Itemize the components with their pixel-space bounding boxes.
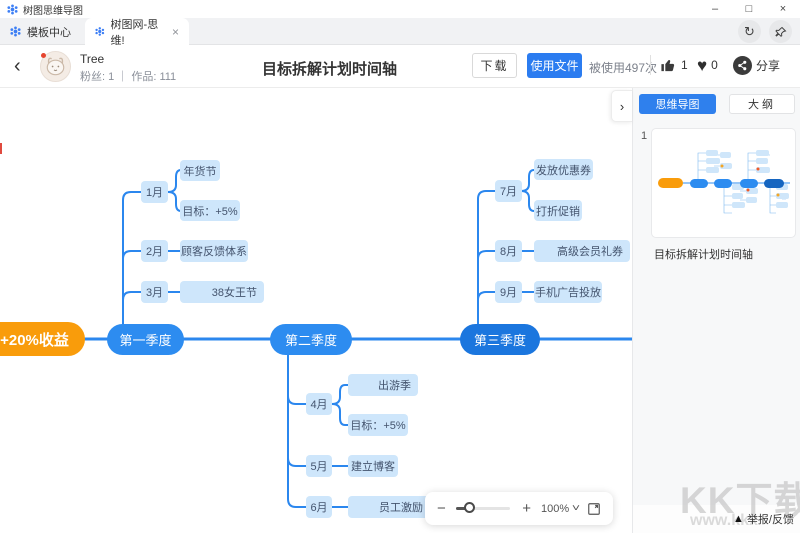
thumbnail-page-number: 1 — [641, 130, 648, 142]
mindmap-node-sep[interactable]: 9月 — [495, 281, 522, 303]
zoom-in-button[interactable]: + — [522, 500, 532, 517]
tab-outline-view[interactable]: 大纲 — [729, 94, 795, 114]
zoom-toolbar: − + 100% ˅ — [425, 492, 613, 525]
mindmap-root-node[interactable]: +20%收益 — [0, 322, 85, 356]
mindmap-node-jul-child1[interactable]: 发放优惠券 — [534, 159, 593, 180]
tab-close-icon[interactable]: × — [171, 24, 179, 39]
mindmap-node-aug-child[interactable]: 高级会员礼券 — [534, 240, 630, 262]
maximize-button[interactable]: □ — [745, 3, 753, 15]
mindmap-node-jan[interactable]: 1月 — [141, 181, 168, 203]
status-dot — [41, 53, 46, 58]
mindmap-node-sep-child[interactable]: 手机广告投放 — [534, 281, 602, 303]
mindmap-node-mar-child[interactable]: 38女王节 — [180, 281, 264, 303]
mindmap-node-jun-child[interactable]: 员工激励 — [348, 496, 430, 518]
mindmap-node-jul-child2[interactable]: 打折促销 — [534, 200, 582, 221]
mindmap-node-quarter3[interactable]: 第三季度 — [460, 324, 540, 355]
avatar[interactable] — [40, 51, 71, 82]
header-divider — [650, 55, 651, 75]
left-edge-marker — [0, 143, 2, 154]
share-control[interactable]: 分享 — [733, 52, 780, 78]
tab-bar: 模板中心 树图网-思维! × ↻ — [0, 18, 800, 47]
author-name[interactable]: Tree — [80, 52, 105, 66]
mindmap-node-jan-child2[interactable]: 目标：+5% — [180, 200, 240, 221]
pin-icon[interactable] — [769, 20, 792, 43]
mindmap-canvas[interactable]: +20%收益 第一季度 第二季度 第三季度 1月 年货节 目标：+5% 2月 顾… — [0, 88, 632, 533]
sidebar-collapse-button[interactable]: › — [611, 90, 632, 122]
zoom-out-button[interactable]: − — [437, 500, 446, 517]
app-logo-icon — [7, 3, 18, 15]
sidebar-bottom-strip — [633, 505, 800, 533]
tab-current-document[interactable]: 树图网-思维! × — [85, 18, 189, 47]
thumbnail-card[interactable] — [651, 128, 796, 238]
fit-screen-icon[interactable] — [587, 502, 601, 516]
mindmap-node-apr-child2[interactable]: 目标：+5% — [348, 414, 408, 436]
share-icon — [733, 55, 752, 75]
like-count: 1 — [681, 58, 688, 72]
right-sidebar: 思维导图 大纲 1 — [632, 88, 800, 533]
usage-count: 被使用497次 — [589, 61, 658, 75]
zoom-slider-fill — [455, 507, 469, 510]
tab-template-center-label: 模板中心 — [27, 26, 71, 39]
mindmap-node-feb[interactable]: 2月 — [141, 240, 168, 262]
mindmap-node-apr[interactable]: 4月 — [306, 393, 332, 415]
document-header: ‹ Tree 粉丝: 1 ｜ 作品: 111 目标拆解计划时间轴 — [0, 45, 800, 88]
app-title: 树图思维导图 — [23, 5, 83, 17]
mindmap-node-jul[interactable]: 7月 — [495, 180, 522, 202]
tab-app-icon — [95, 27, 105, 36]
tab-current-label: 树图网-思维! — [110, 18, 159, 47]
mindmap-node-mar[interactable]: 3月 — [141, 281, 168, 303]
use-file-button[interactable]: 使用文件 — [527, 53, 582, 78]
chevron-down-icon[interactable]: ˅ — [571, 503, 581, 514]
mindmap-node-aug[interactable]: 8月 — [495, 240, 522, 262]
mindmap-node-feb-child[interactable]: 顾客反馈体系 — [180, 240, 248, 262]
warning-icon: ▲ — [733, 513, 744, 525]
mindmap-node-may[interactable]: 5月 — [306, 455, 332, 477]
back-button[interactable]: ‹ — [14, 55, 21, 77]
tab-mindmap-view[interactable]: 思维导图 — [639, 94, 716, 114]
tab-template-center[interactable]: 模板中心 — [0, 18, 81, 45]
favorite-control[interactable]: ♥ 0 — [697, 52, 718, 78]
mindmap-node-may-child[interactable]: 建立博客 — [348, 455, 398, 477]
download-button[interactable]: 下载 — [472, 53, 517, 78]
thumbnail-caption: 目标拆解计划时间轴 — [654, 249, 753, 261]
report-label: 举报/反馈 — [746, 514, 794, 526]
tabbar-actions: ↻ — [738, 20, 792, 43]
report-feedback-link[interactable]: ▲ 举报/反馈 — [733, 511, 794, 527]
mindmap-node-jun[interactable]: 6月 — [306, 496, 332, 518]
page-title: 目标拆解计划时间轴 — [262, 61, 398, 78]
close-button[interactable]: × — [779, 3, 787, 15]
share-label: 分享 — [756, 58, 781, 73]
mindmap-node-quarter2[interactable]: 第二季度 — [270, 324, 352, 355]
heart-icon: ♥ — [697, 55, 708, 75]
zoom-slider[interactable] — [455, 502, 511, 513]
mindmap-node-quarter1[interactable]: 第一季度 — [107, 324, 184, 355]
refresh-icon[interactable]: ↻ — [738, 20, 761, 43]
zoom-level[interactable]: 100% — [541, 502, 570, 515]
author-stats: 粉丝: 1 ｜ 作品: 111 — [80, 71, 177, 83]
thumbs-up-icon — [661, 59, 675, 71]
mindmap-node-apr-child1[interactable]: 出游季 — [348, 374, 418, 396]
window-controls: – □ × — [698, 0, 800, 18]
zoom-slider-thumb[interactable] — [463, 502, 475, 513]
tab-app-icon — [10, 26, 21, 37]
mindmap-node-jan-child1[interactable]: 年货节 — [180, 160, 220, 181]
thumbnail-minimap — [658, 150, 790, 214]
like-control[interactable]: 1 — [660, 52, 688, 78]
window-titlebar: 树图思维导图 – □ × — [0, 0, 800, 18]
minimize-button[interactable]: – — [711, 3, 719, 15]
favorite-count: 0 — [711, 58, 718, 72]
